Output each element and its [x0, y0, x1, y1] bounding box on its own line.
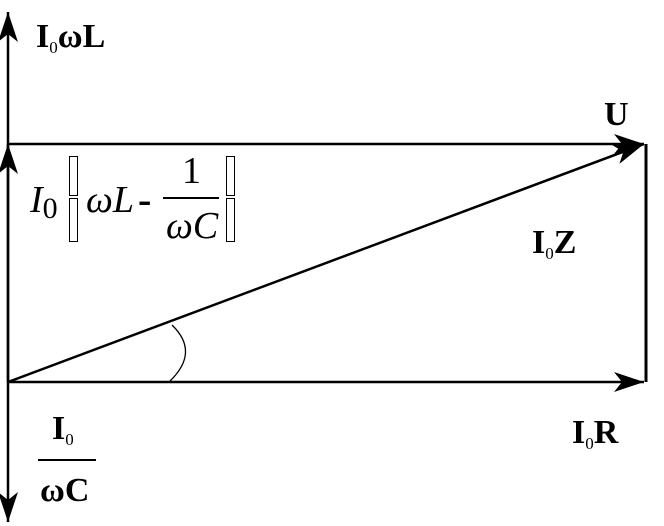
right-bracket-bottom	[226, 198, 235, 242]
capacitive-numerator: I0	[52, 410, 74, 449]
reactive-prefix: I0	[30, 179, 58, 225]
phase-angle-arc	[169, 324, 187, 382]
reactive-numerator: 1	[182, 150, 201, 192]
resistive-voltage-label: I0R	[572, 414, 619, 453]
reactive-minus: -	[138, 177, 152, 222]
total-voltage-label: U	[604, 96, 629, 133]
reactive-fraction-bar	[163, 197, 219, 199]
inductive-voltage-label: I0ωL	[36, 18, 106, 57]
impedance-voltage-arrow	[7, 142, 645, 384]
capacitive-fraction-bar	[38, 459, 96, 461]
left-bracket-top	[69, 156, 78, 196]
right-bracket-top	[226, 156, 235, 196]
reactive-denominator: ωC	[166, 205, 219, 247]
left-bracket-bottom	[69, 198, 78, 242]
reactive-term: ωL	[86, 179, 134, 221]
impedance-voltage-label: I0Z	[532, 224, 577, 263]
capacitive-denominator: ωC	[40, 472, 90, 509]
